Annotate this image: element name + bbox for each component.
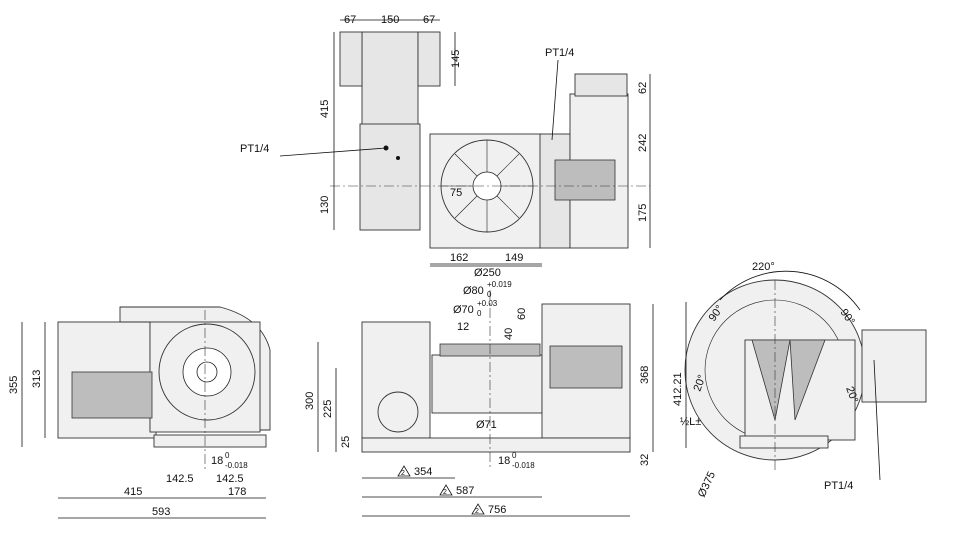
front-dim-756: 756 xyxy=(488,504,506,516)
right-base xyxy=(739,435,829,449)
right-arc-220 xyxy=(719,270,861,311)
top-dim-62: 62 xyxy=(637,82,649,94)
left-dim-18-sub: -0.018 xyxy=(225,461,248,470)
front-table-body xyxy=(431,354,543,414)
right-dim-412: 412.21 xyxy=(672,372,684,406)
top-motor-flange-left xyxy=(339,31,363,87)
front-dim-d70-tol-lo: 0 xyxy=(477,309,482,318)
top-dim-175: 175 xyxy=(637,204,649,222)
front-tri-354 xyxy=(397,465,411,477)
top-dim-75: 75 xyxy=(450,187,462,199)
front-dim-354: 354 xyxy=(414,466,432,478)
top-dim-162: 162 xyxy=(450,252,468,264)
right-dim-20b: 20° xyxy=(843,385,860,405)
right-dim-half: ½L± xyxy=(680,416,701,428)
top-port-marker-2 xyxy=(396,156,400,160)
top-dim-415: 415 xyxy=(319,100,331,118)
right-view: 220° 90° 90° 20° 20° 412.21 ½L± Ø375 PT1… xyxy=(672,261,927,499)
front-dim-25: 25 xyxy=(340,436,352,448)
front-dim-225: 225 xyxy=(322,400,334,418)
front-dim-368: 368 xyxy=(639,366,651,384)
front-dim-32: 32 xyxy=(639,454,651,466)
front-dim-300: 300 xyxy=(304,392,316,410)
front-dim-18: 18 xyxy=(498,455,510,467)
front-round-cover xyxy=(377,391,419,433)
front-tri-587-label: 2 xyxy=(443,489,447,496)
left-dim-415: 415 xyxy=(124,486,142,498)
left-dim-178: 178 xyxy=(228,486,246,498)
left-base xyxy=(153,434,267,448)
top-dim-242: 242 xyxy=(637,134,649,152)
left-dim-142-5b: 142.5 xyxy=(216,473,244,485)
right-side-box xyxy=(861,329,927,403)
left-dim-18: 18 xyxy=(211,455,223,467)
top-motor-flange-right xyxy=(417,31,441,87)
right-tilt-arm-b xyxy=(789,339,826,421)
front-dim-60: 60 xyxy=(516,308,528,320)
top-view: 67 150 67 145 415 130 PT1/4 PT1/4 62 242… xyxy=(240,14,651,265)
front-dim-d80: Ø80 xyxy=(463,285,484,297)
left-dim-313: 313 xyxy=(31,370,43,388)
front-dim-d80-tol-lo: 0 xyxy=(487,290,492,299)
top-dim-149: 149 xyxy=(505,252,523,264)
left-motor xyxy=(71,371,153,419)
front-tri-756-label: 2 xyxy=(475,508,479,515)
front-dim-18-sub: -0.018 xyxy=(512,461,535,470)
right-pt-leader xyxy=(873,359,881,481)
top-servo xyxy=(554,159,616,201)
front-dim-d80-tol-up: +0.019 xyxy=(487,280,512,289)
top-motor-housing xyxy=(361,31,419,127)
top-pt-right-leader xyxy=(551,59,559,141)
top-right-cap xyxy=(574,73,628,97)
top-dim-67b: 67 xyxy=(423,14,435,26)
right-tilt-arm-a xyxy=(751,339,791,421)
top-dim-150: 150 xyxy=(381,14,399,26)
top-pt-motor: PT1/4 xyxy=(240,143,269,155)
left-dim-18-sup: 0 xyxy=(225,451,230,460)
left-dim-355: 355 xyxy=(8,376,20,394)
left-dim-142-5a: 142.5 xyxy=(166,473,194,485)
front-dim-12: 12 xyxy=(457,321,469,333)
left-center-bore xyxy=(196,361,218,383)
top-pt-right: PT1/4 xyxy=(545,47,574,59)
left-view: 355 313 142.5 142.5 18 0 -0.018 415 178 … xyxy=(8,306,271,519)
front-servo xyxy=(549,345,623,389)
front-dim-d70: Ø70 xyxy=(453,304,474,316)
front-dim-18-sup: 0 xyxy=(512,451,517,460)
front-tri-587 xyxy=(439,484,453,496)
top-dim-145: 145 xyxy=(450,50,462,68)
front-dim-d71: Ø71 xyxy=(476,419,497,431)
right-dim-20a: 20° xyxy=(692,373,709,393)
front-base xyxy=(361,437,631,453)
top-dim-130: 130 xyxy=(319,196,331,214)
front-tri-354-label: 2 xyxy=(401,470,405,477)
front-tri-756 xyxy=(471,503,485,515)
front-dim-d250: Ø250 xyxy=(474,267,501,279)
right-dim-d375: Ø375 xyxy=(696,470,718,499)
front-dim-587: 587 xyxy=(456,485,474,497)
top-dim-67a: 67 xyxy=(344,14,356,26)
front-dim-40: 40 xyxy=(503,328,515,340)
right-pt: PT1/4 xyxy=(824,480,853,492)
left-dim-593: 593 xyxy=(152,506,170,518)
top-gearbox xyxy=(359,123,421,231)
front-dim-d70-tol-up: +0.03 xyxy=(477,299,498,308)
top-pt-motor-leader xyxy=(279,147,387,157)
front-view: Ø250 Ø80 +0.019 0 Ø70 +0.03 0 12 40 60 3… xyxy=(304,265,654,517)
right-dim-220: 220° xyxy=(752,261,775,273)
